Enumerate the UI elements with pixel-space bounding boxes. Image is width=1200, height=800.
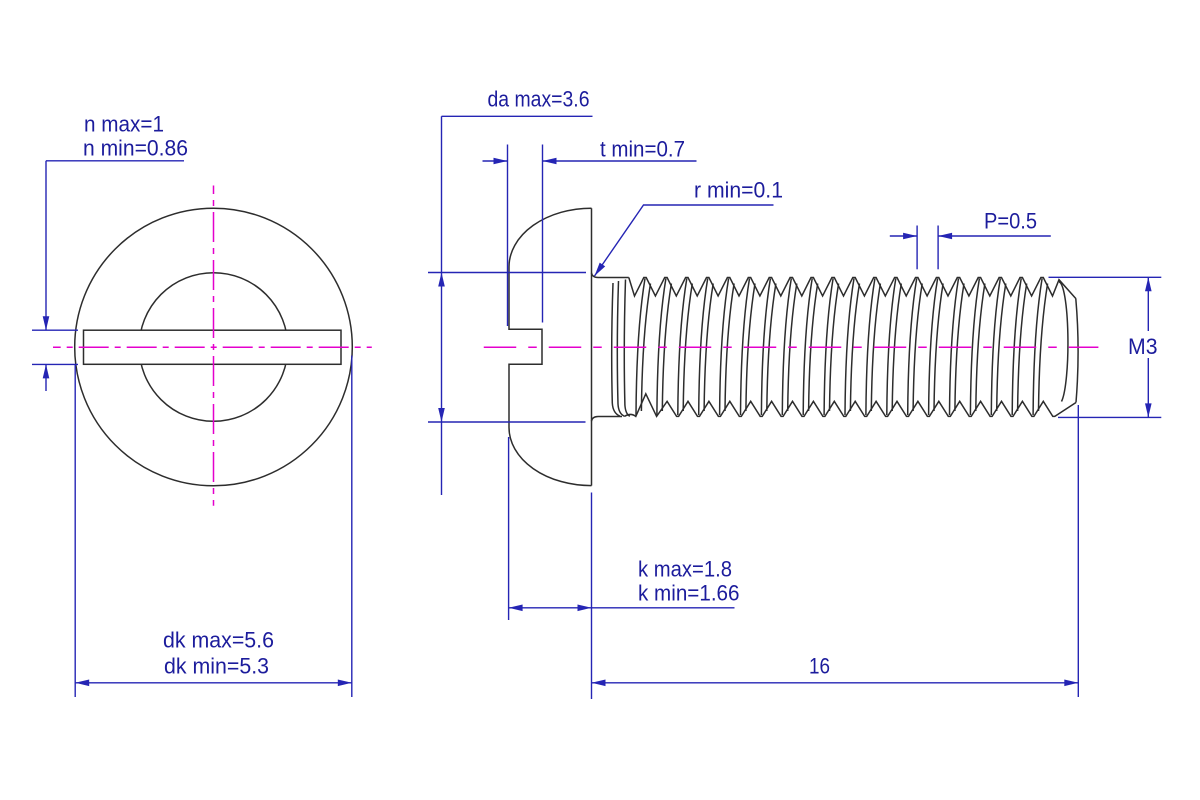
svg-text:16: 16 — [809, 654, 830, 679]
svg-text:n max=1: n max=1 — [84, 112, 164, 137]
svg-text:n min=0.86: n min=0.86 — [83, 136, 188, 161]
svg-text:k max=1.8: k max=1.8 — [638, 557, 732, 582]
svg-text:r min=0.1: r min=0.1 — [694, 178, 783, 203]
svg-text:dk max=5.6: dk max=5.6 — [163, 628, 274, 653]
svg-text:t min=0.7: t min=0.7 — [600, 137, 685, 162]
svg-text:P=0.5: P=0.5 — [984, 209, 1037, 234]
svg-text:M3: M3 — [1128, 334, 1158, 359]
svg-text:da max=3.6: da max=3.6 — [488, 87, 590, 112]
svg-text:dk min=5.3: dk min=5.3 — [164, 654, 269, 679]
svg-text:k min=1.66: k min=1.66 — [638, 580, 740, 605]
